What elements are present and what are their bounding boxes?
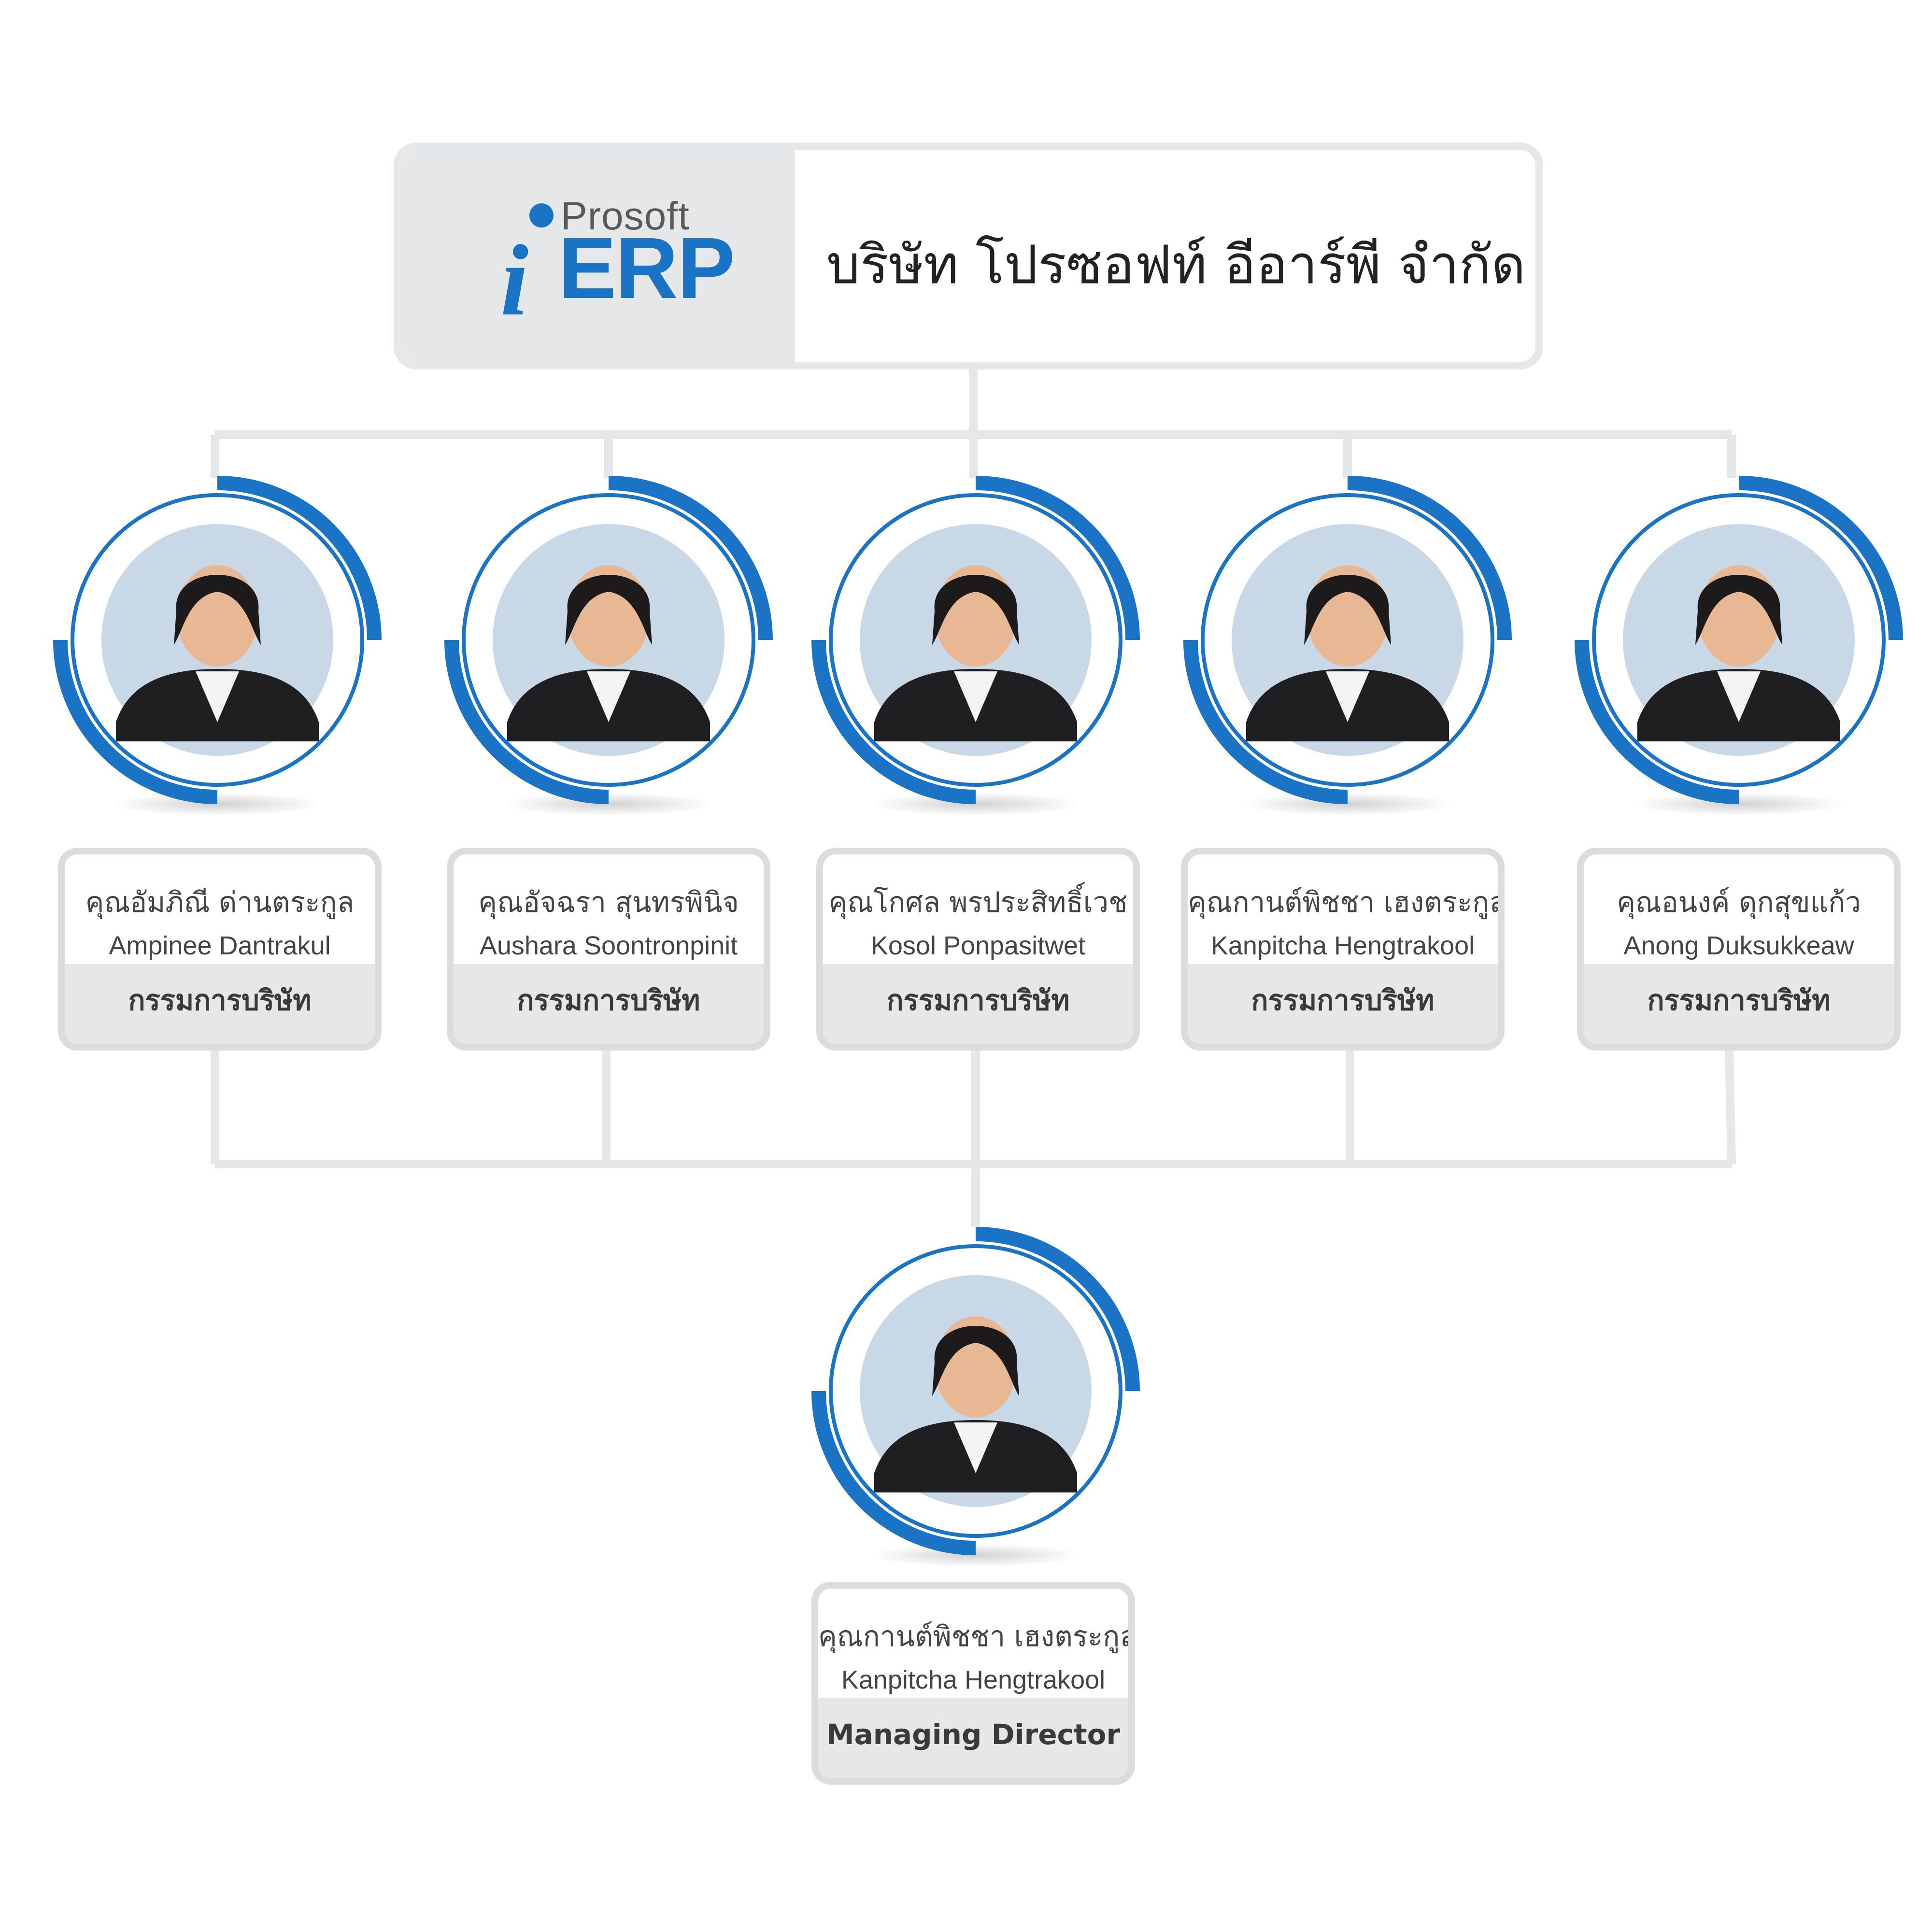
avatar bbox=[1570, 471, 1908, 828]
name-card: คุณอัจฉรา สุนทรพินิจ Aushara Soontronpini… bbox=[447, 848, 770, 1051]
role-title: กรรมการบริษัท bbox=[65, 964, 375, 1044]
name-card: คุณกานต์พิชชา เฮงตระกูล Kanpitcha Hengtra… bbox=[1181, 848, 1505, 1051]
english-name: Kanpitcha Hengtrakool bbox=[1210, 931, 1475, 960]
logo-prosoft-text: Prosoft bbox=[561, 194, 690, 238]
avatar bbox=[1179, 471, 1517, 828]
company-name: บริษัท โปรซอฟท์ อีอาร์พี จำกัด bbox=[826, 234, 1526, 296]
thai-name: คุณกานต์พิชชา เฮงตระกูล bbox=[818, 1620, 1135, 1653]
english-name: Kosol Ponpasitwet bbox=[870, 931, 1086, 960]
role-title: กรรมการบริษัท bbox=[823, 964, 1133, 1044]
role-title: กรรมการบริษัท bbox=[454, 964, 764, 1044]
avatar bbox=[440, 471, 778, 828]
avatar bbox=[807, 471, 1145, 828]
role-title: กรรมการบริษัท bbox=[1188, 964, 1498, 1044]
thai-name: คุณอนงค์ ดุกสุขแก้ว bbox=[1617, 886, 1861, 919]
avatar bbox=[48, 471, 386, 828]
logo-i-dot bbox=[529, 203, 554, 227]
role-title: Managing Director bbox=[818, 1698, 1128, 1778]
logo-panel: i Prosoft ERP bbox=[401, 150, 795, 362]
name-card: คุณอนงค์ ดุกสุขแก้ว Anong Duksukkeaw กรรมก… bbox=[1577, 848, 1901, 1051]
thai-name: คุณโกศล พรประสิทธิ์เวช bbox=[828, 886, 1128, 919]
name-card: คุณกานต์พิชชา เฮงตระกูล Kanpitcha Hengtr… bbox=[811, 1582, 1135, 1785]
english-name: Kanpitcha Hengtrakool bbox=[841, 1665, 1106, 1694]
name-card: คุณอัมภิณี ด่านตระกูล Ampinee Dantrakul กร… bbox=[58, 848, 382, 1051]
english-name: Anong Duksukkeaw bbox=[1623, 931, 1854, 960]
logo-erp-text: ERP bbox=[558, 220, 735, 317]
thai-name: คุณกานต์พิชชา เฮงตระกูล bbox=[1188, 886, 1505, 919]
company-header: i Prosoft ERP บริษัท โปรซอฟท์ อีอาร์พี จ… bbox=[394, 142, 1543, 369]
english-name: Aushara Soontronpinit bbox=[479, 931, 738, 960]
thai-name: คุณอัจฉรา สุนทรพินิจ bbox=[478, 886, 739, 919]
role-title: กรรมการบริษัท bbox=[1584, 964, 1894, 1044]
avatar bbox=[807, 1222, 1145, 1579]
thai-name: คุณอัมภิณี ด่านตระกูล bbox=[85, 886, 355, 919]
english-name: Ampinee Dantrakul bbox=[109, 931, 331, 960]
name-card: คุณโกศล พรประสิทธิ์เวช Kosol Ponpasitwet ก… bbox=[816, 848, 1140, 1051]
logo-i: i bbox=[500, 225, 529, 337]
